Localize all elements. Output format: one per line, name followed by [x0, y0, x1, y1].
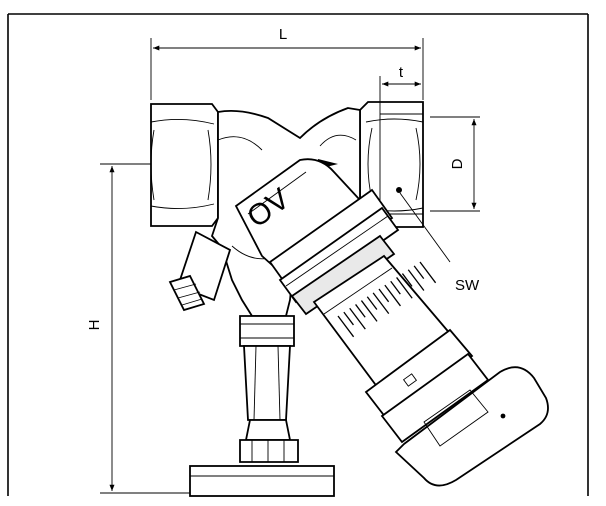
scale-tick: [396, 277, 413, 299]
wrench-size-label: SW: [455, 277, 480, 294]
wrench-size-callout: SW: [399, 192, 480, 294]
drain-port: [168, 230, 232, 312]
height-label: H: [86, 320, 103, 331]
scale-tick: [360, 300, 378, 322]
scale-tick: [407, 269, 425, 291]
scale-tick: [355, 304, 366, 318]
stem-and-base: [189, 315, 335, 497]
handwheel: [364, 328, 549, 487]
diameter-label: D: [449, 158, 466, 169]
scale-tick: [372, 292, 390, 315]
drawing-frame: [7, 13, 589, 496]
scale-tick: [378, 288, 390, 303]
inlet-hex-connection: [150, 103, 219, 227]
scale-tick: [343, 311, 354, 326]
scale-tick: [349, 307, 366, 330]
dimension-diameter: D: [430, 116, 480, 212]
scale-tick: [413, 265, 425, 280]
scale-tick: [366, 296, 378, 310]
scale-ticks: [337, 261, 437, 338]
dimension-length: L: [150, 26, 424, 100]
length-label: L: [279, 26, 287, 43]
thread-depth-label: t: [399, 64, 404, 81]
scale-tick: [384, 284, 401, 307]
scale-tick: [401, 273, 413, 287]
scale-tick: [337, 315, 355, 338]
bonnet-rings: [268, 188, 400, 316]
scale-tick: [419, 261, 437, 284]
scale-tick: [390, 280, 401, 295]
dimension-thread-depth: t: [379, 64, 421, 102]
